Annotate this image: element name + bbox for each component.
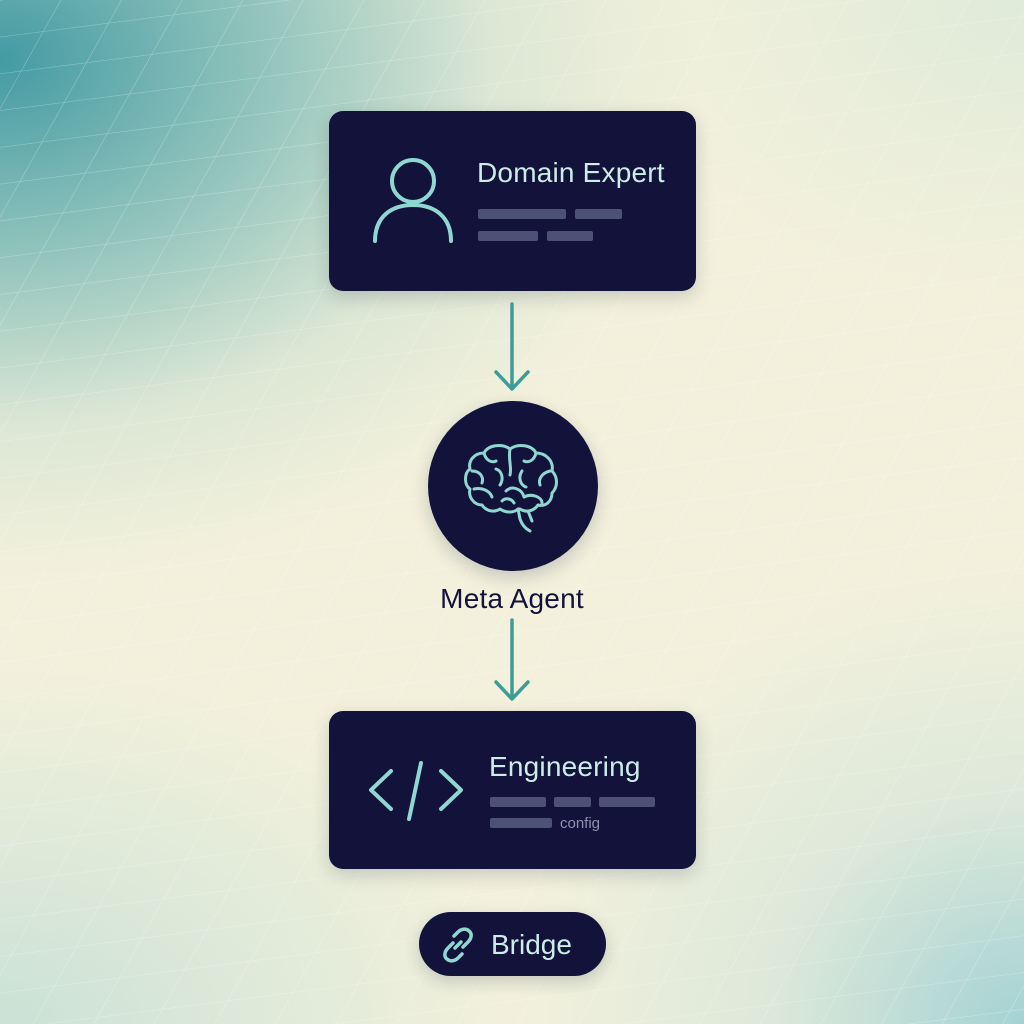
- engineering-card[interactable]: Engineering config: [329, 711, 696, 869]
- config-label: config: [560, 815, 601, 832]
- domain-expert-title: Domain Expert: [477, 157, 665, 188]
- meta-agent-label: Meta Agent: [440, 583, 584, 614]
- placeholder-bar: [478, 209, 566, 219]
- arrow-agent-to-engineering: [494, 618, 530, 701]
- placeholder-bar: [599, 797, 655, 807]
- placeholder-bar: [478, 231, 538, 241]
- placeholder-bar: [490, 797, 546, 807]
- user-icon: [373, 158, 453, 243]
- bridge-label: Bridge: [491, 929, 572, 960]
- meta-agent-node[interactable]: [428, 401, 598, 571]
- link-icon: [443, 927, 473, 963]
- placeholder-bar: [575, 209, 622, 219]
- brain-icon: [464, 444, 558, 533]
- code-icon: [369, 761, 463, 821]
- placeholder-bar: [554, 797, 591, 807]
- engineering-title: Engineering: [489, 751, 641, 782]
- placeholder-bar: [490, 818, 552, 828]
- bridge-badge[interactable]: Bridge: [419, 912, 606, 976]
- domain-expert-card[interactable]: Domain Expert: [329, 111, 696, 291]
- placeholder-bar: [547, 231, 593, 241]
- arrow-expert-to-agent: [494, 302, 530, 391]
